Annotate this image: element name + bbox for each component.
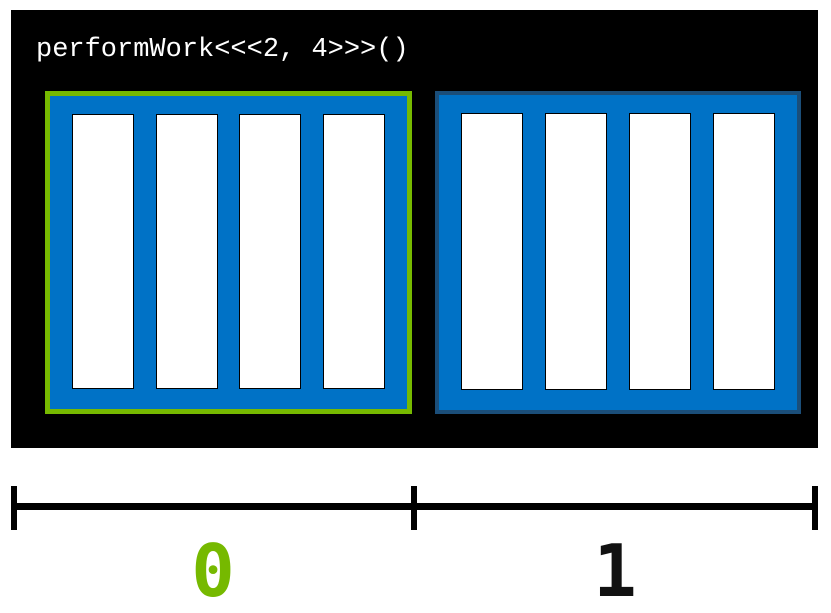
axis-tick-right xyxy=(812,486,818,530)
kernel-launch-panel: performWork<<<2, 4>>>() xyxy=(11,10,818,448)
thread-bar-1-0 xyxy=(461,113,523,390)
axis-tick-middle xyxy=(411,486,417,530)
block-index-label-1: 1 xyxy=(593,529,637,613)
thread-block-0 xyxy=(45,91,412,414)
thread-bar-1-2 xyxy=(629,113,691,390)
thread-bar-0-0 xyxy=(72,114,134,389)
axis-tick-left xyxy=(11,486,17,530)
axis-line xyxy=(12,503,818,510)
thread-bar-0-3 xyxy=(322,114,385,389)
thread-bar-1-3 xyxy=(713,113,775,390)
thread-bar-1-1 xyxy=(545,113,607,390)
block-index-label-0: 0 xyxy=(191,529,235,613)
thread-block-1 xyxy=(435,91,801,414)
thread-bar-0-2 xyxy=(239,114,302,389)
kernel-call-code: performWork<<<2, 4>>>() xyxy=(36,35,409,65)
thread-bar-0-1 xyxy=(155,114,218,389)
thread-blocks-row xyxy=(34,81,802,414)
